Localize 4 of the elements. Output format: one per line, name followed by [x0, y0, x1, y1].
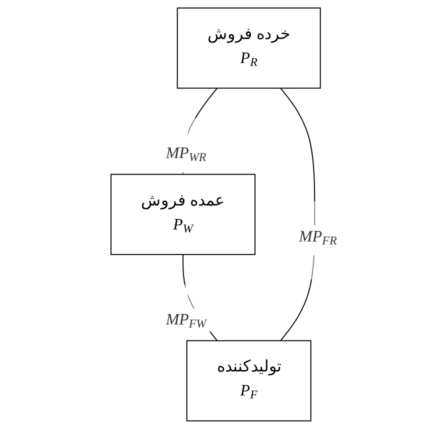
- connector: [280, 88, 315, 342]
- edge-label: MP$_{FW}$: [166, 312, 206, 331]
- edge-label: MP$_{WR}$: [166, 145, 206, 164]
- edge-label: MP$_{FR}$: [298, 228, 337, 248]
